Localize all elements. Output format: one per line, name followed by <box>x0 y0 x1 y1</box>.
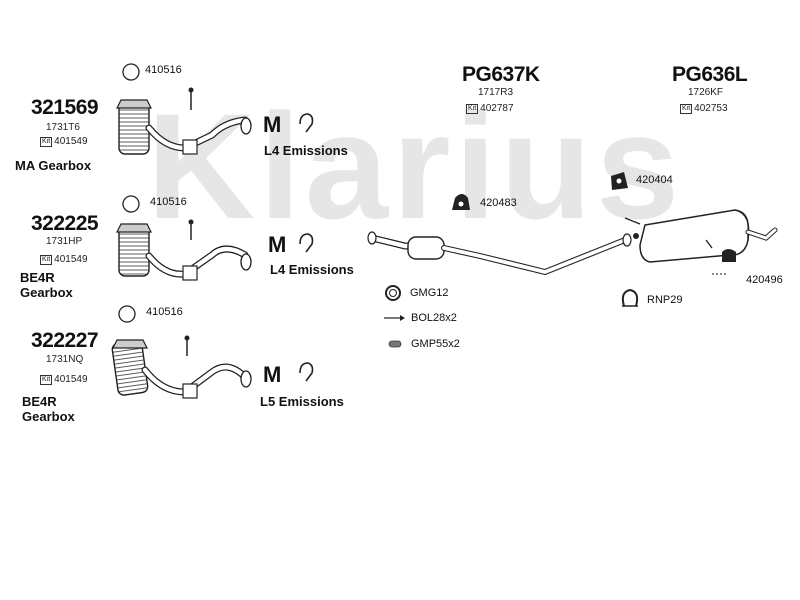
emissions-tube-icon-2 <box>299 233 314 253</box>
row2-gearbox-line2: Gearbox <box>20 285 73 300</box>
clamp-ring-icon-2 <box>122 195 140 213</box>
center-code[interactable]: PG637K <box>462 63 540 86</box>
kit-badge-icon: Kit <box>466 103 479 114</box>
center-hanger: 420483 <box>480 197 517 209</box>
rear-silencer[interactable] <box>624 209 778 263</box>
center-bolt: BOL28x2 <box>411 312 457 324</box>
hanger-icon-420404[interactable] <box>611 172 628 190</box>
catalytic-converter-3[interactable] <box>111 305 252 399</box>
hanger-icon-420496[interactable] <box>712 249 736 275</box>
row1-clamp-part: 410516 <box>145 64 182 76</box>
center-gasket: GMG12 <box>410 287 449 299</box>
emissions-tube-icon-3 <box>299 362 314 382</box>
emissions-tube-icon-1 <box>299 113 314 133</box>
clamp-ring-icon-3 <box>118 305 136 323</box>
right-hanger-side: 420496 <box>746 274 783 286</box>
center-grommet: GMP55x2 <box>411 338 460 350</box>
right-code[interactable]: PG636L <box>672 63 748 86</box>
row3-code[interactable]: 322227 <box>31 329 99 352</box>
gasket-icon[interactable] <box>385 285 401 301</box>
row2-kit-code: 401549 <box>54 254 88 265</box>
row2-sub-code: 1731HP <box>46 236 83 247</box>
catalytic-converter-1[interactable] <box>116 63 252 155</box>
row1-kit-code: 401549 <box>54 136 88 147</box>
row3-emissions: L5 Emissions <box>260 394 344 409</box>
row2-kit: Kit 401549 <box>40 254 88 265</box>
row1-gearbox: MA Gearbox <box>15 158 92 173</box>
bolt-icon[interactable] <box>384 315 405 321</box>
right-clamp: RNP29 <box>647 294 683 306</box>
row1-emission-badge: M <box>263 112 282 137</box>
kit-badge-icon: Kit <box>40 374 53 385</box>
hanger-icon-420483[interactable] <box>452 194 470 210</box>
center-kit: Kit 402787 <box>466 103 514 114</box>
right-sub-code: 1726KF <box>688 87 724 98</box>
row2-code[interactable]: 322225 <box>31 212 99 235</box>
row2-emissions: L4 Emissions <box>270 262 354 277</box>
row1-code[interactable]: 321569 <box>31 96 99 119</box>
grommet-icon[interactable] <box>388 340 402 348</box>
kit-badge-icon: Kit <box>40 254 53 265</box>
row2-clamp-part: 410516 <box>150 196 187 208</box>
right-kit: Kit 402753 <box>680 103 728 114</box>
row3-gearbox-line2: Gearbox <box>22 409 75 424</box>
center-kit-code: 402787 <box>480 103 514 114</box>
right-kit-code: 402753 <box>694 103 728 114</box>
row1-sub-code: 1731T6 <box>46 122 80 133</box>
right-hanger-top: 420404 <box>636 174 673 186</box>
row2-emission-badge: M <box>268 232 287 257</box>
clamp-icon-rnp29[interactable] <box>621 288 639 307</box>
catalytic-converter-2[interactable] <box>116 195 252 281</box>
kit-badge-icon: Kit <box>680 103 693 114</box>
center-section-pipe[interactable] <box>367 231 632 276</box>
center-sub-code: 1717R3 <box>478 87 514 98</box>
row3-gearbox-line1: BE4R <box>22 394 57 409</box>
row3-sub-code: 1731NQ <box>46 354 84 365</box>
row3-clamp-part: 410516 <box>146 306 183 318</box>
row1-emissions: L4 Emissions <box>264 143 348 158</box>
kit-badge-icon: Kit <box>40 136 53 147</box>
row3-emission-badge: M <box>263 362 282 387</box>
row2-gearbox-line1: BE4R <box>20 270 55 285</box>
clamp-ring-icon-1 <box>122 63 140 81</box>
row3-kit: Kit 401549 <box>40 374 88 385</box>
row1-kit: Kit 401549 <box>40 136 88 147</box>
row3-kit-code: 401549 <box>54 374 88 385</box>
